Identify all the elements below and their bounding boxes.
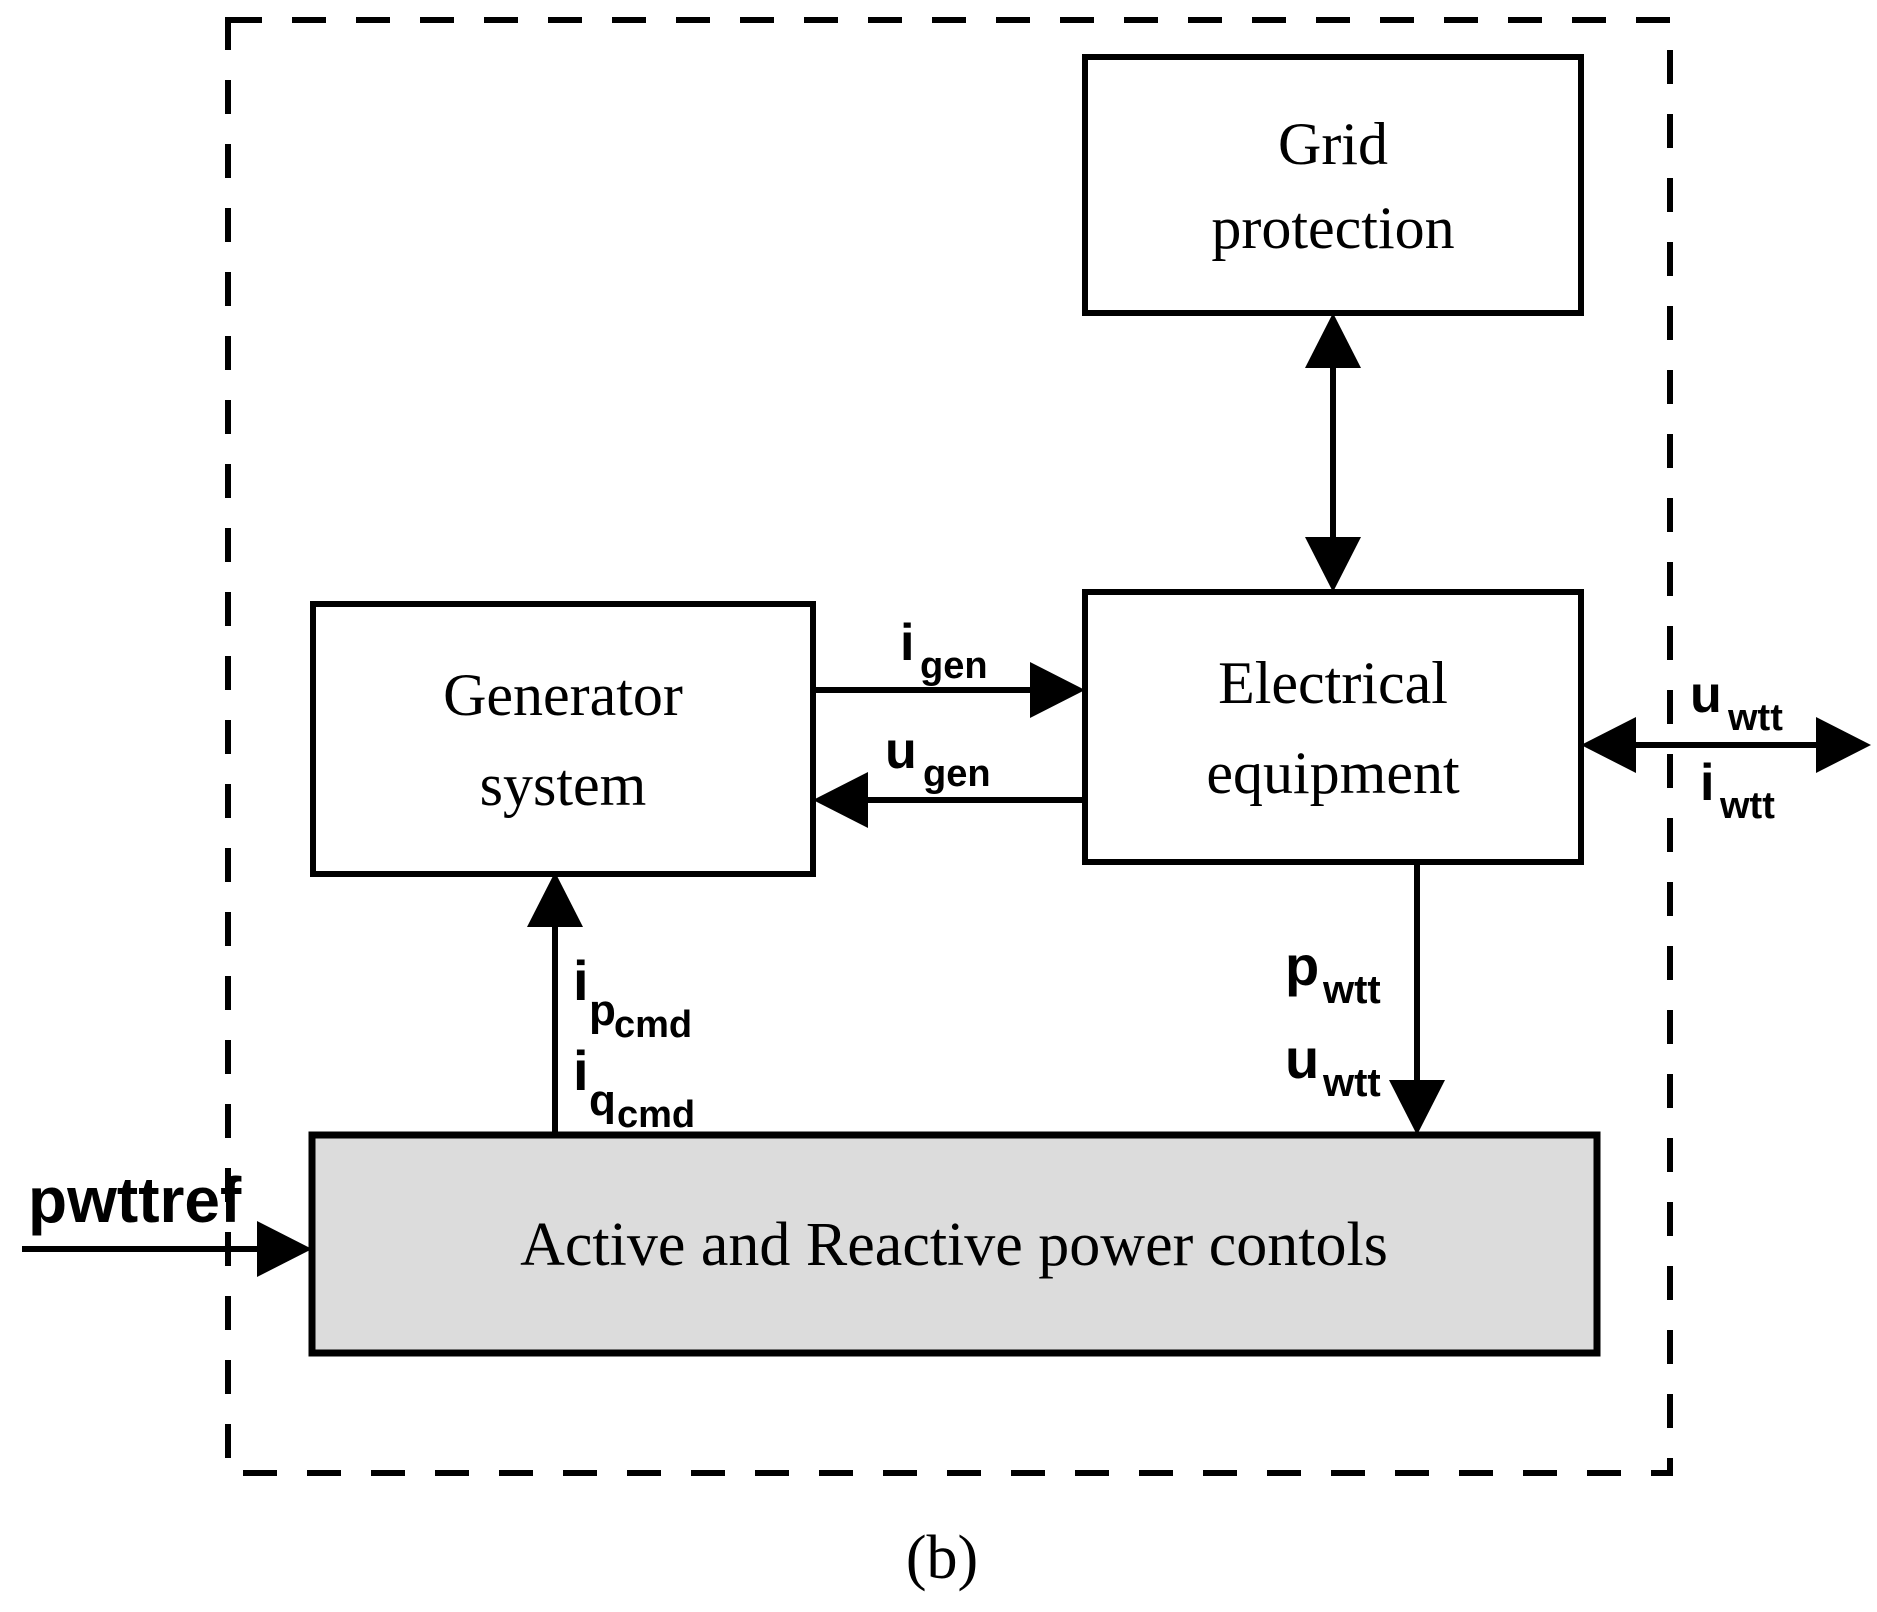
i-qcmd-subsub: cmd (617, 1094, 695, 1136)
arrowhead-pwttref (257, 1221, 312, 1277)
signal-label-u-gen: u gen (885, 722, 991, 795)
block-power-controls[interactable]: Active and Reactive power contols (308, 1131, 1601, 1357)
p-wtt-sub: wtt (1322, 968, 1381, 1012)
i-wtt-sub: wtt (1719, 785, 1775, 827)
p-wtt-base: p (1285, 934, 1319, 997)
arrowhead-right-wtt (1816, 717, 1871, 773)
arrowhead-i-cmd (527, 872, 583, 927)
arrowhead-left-wtt (1581, 717, 1636, 773)
i-pcmd-sub: p (589, 986, 616, 1035)
i-gen-base: i (900, 614, 914, 672)
arrowhead-down-electrical (1305, 537, 1361, 592)
signal-label-i-gen: i gen (900, 614, 988, 687)
block-electrical-equipment[interactable]: Electrical equipment (1082, 589, 1584, 865)
grid-protection-label-line2: protection (1211, 195, 1454, 261)
signal-label-p-wtt: p wtt (1285, 934, 1381, 1012)
u-wtt-sub: wtt (1727, 697, 1783, 739)
u-wtt-mid-sub: wtt (1322, 1061, 1381, 1105)
generator-system-label-line1: Generator (443, 662, 683, 728)
signal-label-i-wtt-right: i wtt (1700, 754, 1775, 827)
signal-label-i-qcmd: i q cmd (573, 1039, 695, 1136)
i-qcmd-base: i (573, 1039, 589, 1102)
pwttref-label: pwttref (28, 1164, 242, 1236)
arrowhead-up-grid-protection (1305, 313, 1361, 368)
electrical-equipment-label-line2: equipment (1206, 740, 1460, 806)
u-wtt-base: u (1690, 666, 1722, 724)
power-controls-label: Active and Reactive power contols (520, 1211, 1388, 1279)
arrowhead-p-u-wtt (1389, 1080, 1445, 1135)
arrowhead-i-gen (1030, 662, 1085, 718)
wind-turbine-boundary (225, 17, 1673, 1476)
signal-label-i-pcmd: i p cmd (573, 949, 692, 1046)
arrowhead-u-gen (813, 772, 868, 828)
u-gen-sub: gen (923, 753, 991, 795)
signal-label-u-wtt-right: u wtt (1690, 666, 1783, 739)
i-pcmd-subsub: cmd (614, 1004, 692, 1046)
u-gen-base: u (885, 722, 917, 780)
i-wtt-base: i (1700, 754, 1714, 812)
i-gen-sub: gen (920, 645, 988, 687)
signal-label-u-wtt-mid: u wtt (1285, 1027, 1381, 1105)
block-generator-system[interactable]: Generator system (310, 601, 816, 877)
electrical-equipment-label-line1: Electrical (1218, 650, 1448, 716)
u-wtt-mid-base: u (1285, 1027, 1319, 1090)
grid-protection-label-line1: Grid (1278, 111, 1388, 177)
figure-caption: (b) (906, 1524, 978, 1592)
block-grid-protection[interactable]: Grid protection (1082, 54, 1584, 316)
i-pcmd-base: i (573, 949, 589, 1012)
generator-system-label-line2: system (480, 752, 647, 818)
i-qcmd-sub: q (589, 1076, 616, 1125)
